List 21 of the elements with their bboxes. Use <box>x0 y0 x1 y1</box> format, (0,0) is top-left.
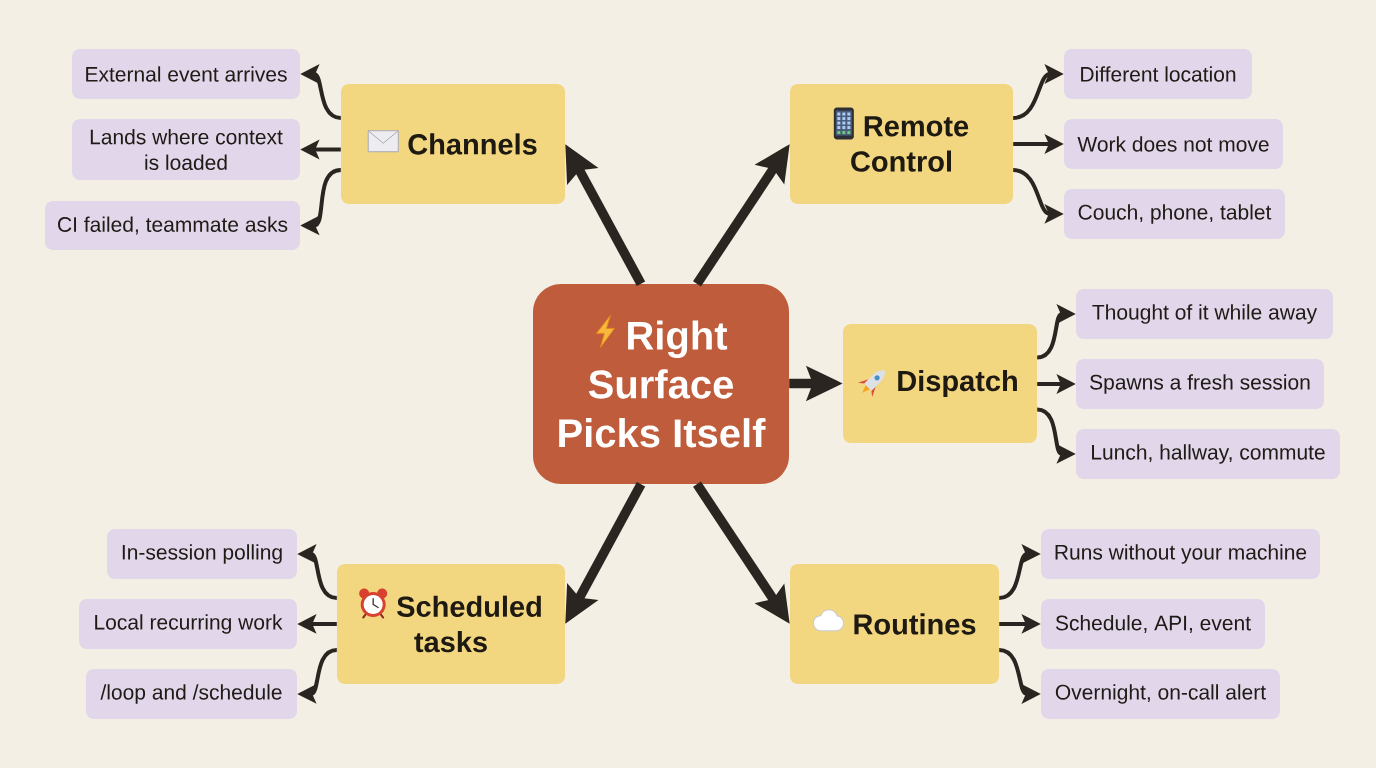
leaf-box: External event arrives <box>72 49 300 99</box>
leaf-box: Schedule, API, event <box>1041 599 1265 649</box>
leaf-box: Work does not move <box>1064 119 1283 169</box>
branch-box: Dispatch <box>843 324 1037 443</box>
leaf-box: Spawns a fresh session <box>1076 359 1324 409</box>
leaf-box: Local recurring work <box>79 599 297 649</box>
leaf-box: Couch, phone, tablet <box>1064 189 1285 239</box>
leaf-box: Thought of it while away <box>1076 289 1333 339</box>
branch-box: Channels <box>341 84 565 204</box>
leaf-box: Lunch, hallway, commute <box>1076 429 1340 479</box>
leaf-box: /loop and /schedule <box>86 669 297 719</box>
branch-box: Remote Control <box>790 84 1013 204</box>
center-box: Right Surface Picks Itself <box>533 284 789 484</box>
leaf-box: Runs without your machine <box>1041 529 1320 579</box>
leaf-box: Overnight, on-call alert <box>1041 669 1280 719</box>
leaf-box: In-session polling <box>107 529 297 579</box>
leaf-box: Lands where context is loaded <box>72 119 300 180</box>
leaf-box: CI failed, teammate asks <box>45 201 300 250</box>
branch-box: Routines <box>790 564 999 684</box>
branch-box: Scheduled tasks <box>337 564 565 684</box>
leaf-box: Different location <box>1064 49 1252 99</box>
